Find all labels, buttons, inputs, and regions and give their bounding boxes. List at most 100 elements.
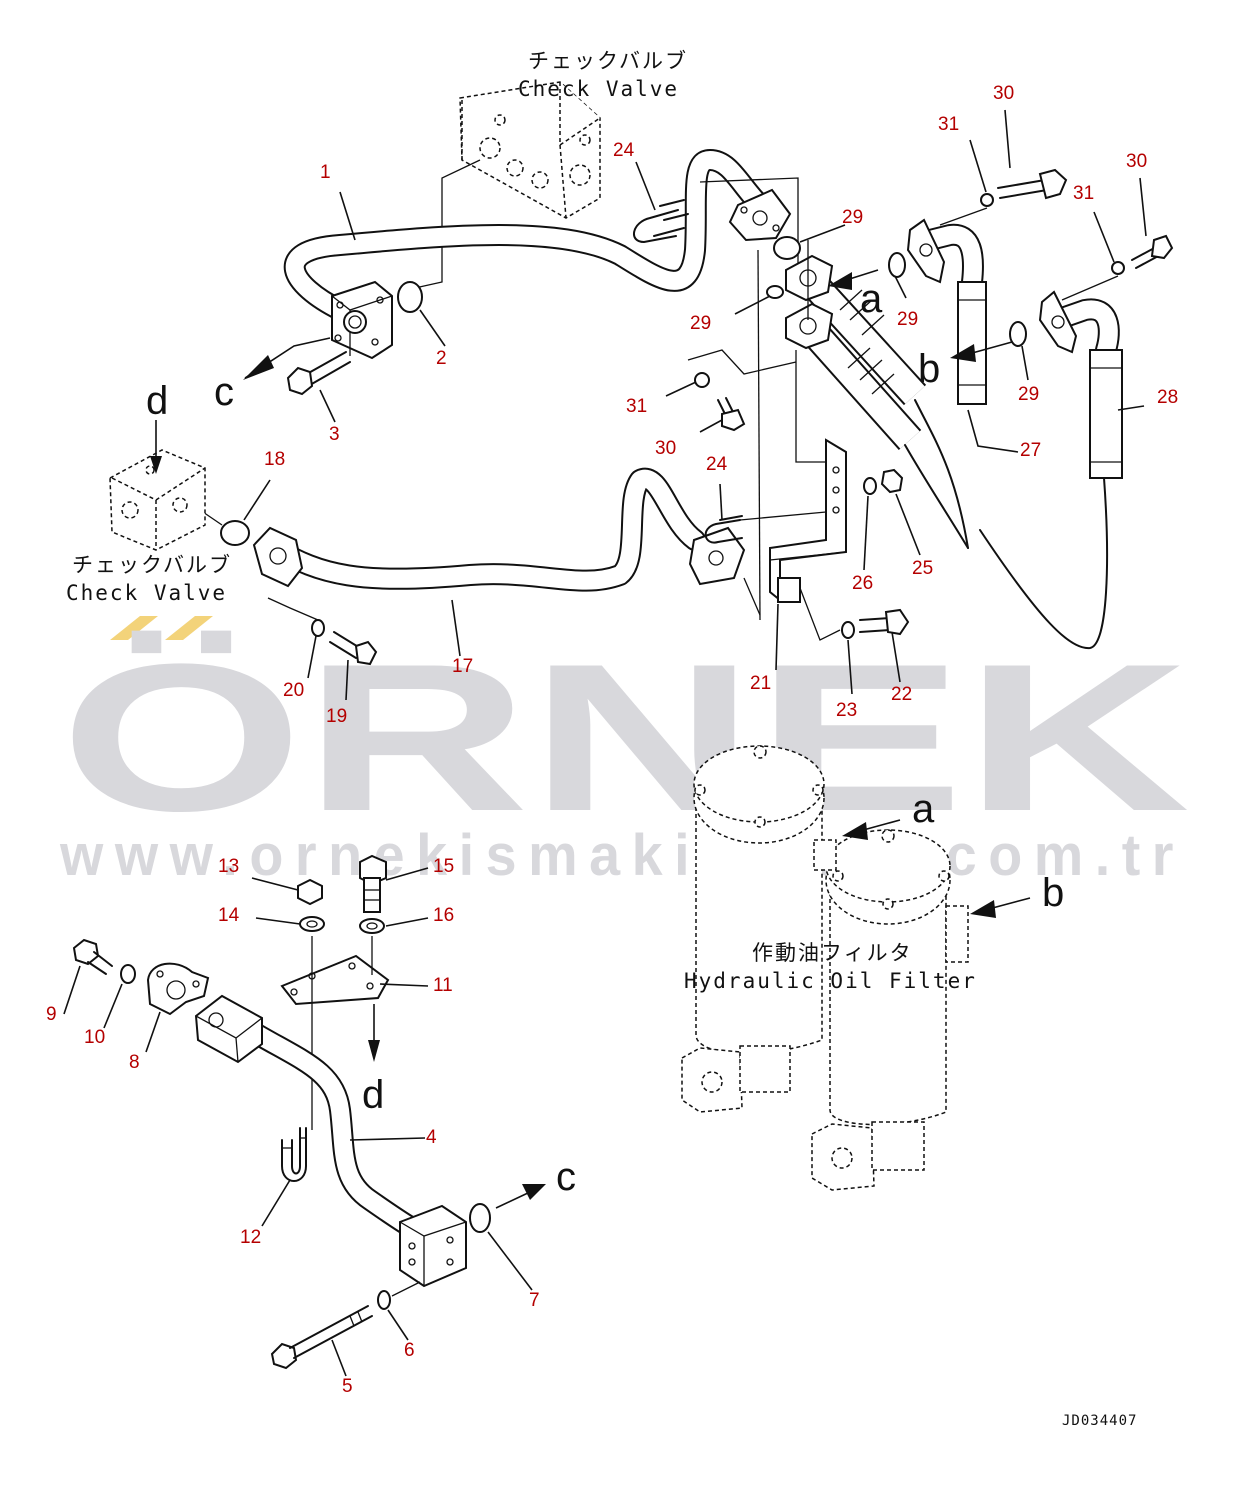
o-ring-29-c — [888, 252, 906, 278]
bolt-30-right-b — [1131, 234, 1174, 269]
u-bolt-24-top — [633, 199, 689, 243]
callout-10: 10 — [84, 1027, 105, 1048]
nut-25 — [880, 468, 904, 494]
callout-29-c: 29 — [897, 309, 918, 330]
callout-31-middle: 31 — [626, 396, 647, 417]
callout-9: 9 — [46, 1004, 57, 1025]
callout-30-top: 30 — [993, 83, 1014, 104]
callout-30-right: 30 — [1126, 151, 1147, 172]
bolt-5 — [270, 1305, 373, 1370]
connection-letter-b-filter: b — [1042, 871, 1064, 915]
bolt-15 — [359, 854, 387, 913]
check-valve-left — [109, 449, 206, 551]
connection-arrow-d-top — [150, 420, 162, 474]
hose-28 — [979, 290, 1123, 650]
watermark-website: www.ornekismakinalari.com.tr — [59, 823, 1185, 888]
o-ring-29-d — [1009, 321, 1027, 347]
drawing-code: JD034407 — [1062, 1413, 1137, 1429]
callout-30-middle: 30 — [655, 438, 676, 459]
washer-31-right-b — [1111, 261, 1125, 275]
connection-letter-c-top: c — [214, 370, 234, 414]
bolt-9 — [72, 938, 113, 975]
hose-27 — [785, 240, 969, 549]
connection-arrow-d-bottom — [368, 1004, 380, 1062]
nut-13 — [297, 878, 323, 906]
washer-26 — [863, 477, 877, 495]
callout-19: 19 — [326, 706, 347, 727]
washer-10 — [120, 964, 136, 984]
callout-21: 21 — [750, 673, 771, 694]
o-ring-7 — [469, 1203, 491, 1233]
washer-16 — [359, 918, 385, 934]
check-valve-top-en: Check Valve — [518, 77, 679, 101]
washer-20 — [311, 619, 325, 637]
washer-6 — [377, 1290, 391, 1310]
connection-letter-d-bottom: d — [362, 1073, 384, 1117]
callout-28: 28 — [1157, 387, 1178, 408]
hose-27-tall — [906, 218, 987, 405]
bolt-22 — [859, 608, 910, 636]
hydraulic-oil-filter-right — [811, 829, 969, 1191]
check-valve-top — [414, 81, 601, 289]
callout-29-b: 29 — [690, 313, 711, 334]
callout-15: 15 — [433, 856, 454, 877]
u-bolt-24-lower — [704, 515, 743, 544]
watermark-accent-left — [110, 616, 158, 640]
callout-20: 20 — [283, 680, 304, 701]
callout-18: 18 — [264, 449, 285, 470]
bolt-19 — [329, 631, 378, 666]
callout-17: 17 — [452, 656, 473, 677]
connection-letter-b-top: b — [918, 347, 940, 391]
o-ring-29-a — [773, 236, 801, 260]
bolt-3 — [286, 351, 351, 396]
callout-29-a: 29 — [842, 207, 863, 228]
filter-label-jp: 作動油フィルタ — [752, 941, 913, 965]
split-flange-8 — [146, 962, 210, 1016]
callout-31-top: 31 — [938, 114, 959, 135]
washer-14 — [299, 916, 325, 932]
check-valve-top-jp: チェックバルブ — [528, 49, 688, 73]
connection-arrow-a-filter — [842, 819, 901, 840]
check-valve-left-jp: チェックバルブ — [72, 553, 232, 577]
pipe-17 — [252, 468, 746, 592]
callout-4: 4 — [426, 1127, 437, 1148]
callout-24-lower: 24 — [706, 454, 728, 475]
leader-lines — [63, 109, 1147, 1377]
plate-11 — [280, 936, 390, 1130]
connection-arrow-b-filter — [970, 897, 1031, 918]
callout-1: 1 — [320, 162, 331, 183]
watermark: ÖRNEK www.ornekismakinalari.com.tr — [59, 616, 1190, 888]
callout-2: 2 — [436, 348, 447, 369]
callout-29-d: 29 — [1018, 384, 1039, 405]
o-ring-18 — [220, 520, 250, 546]
filter-label-en: Hydraulic Oil Filter — [684, 969, 977, 993]
callout-14: 14 — [218, 905, 240, 926]
connection-letter-a-top: a — [860, 277, 883, 321]
callout-8: 8 — [129, 1052, 140, 1073]
connection-arrow-a-top — [828, 269, 879, 290]
bolt-30-right-a — [997, 168, 1068, 200]
washer-31-middle — [694, 372, 710, 388]
connection-arrow-b-top — [950, 341, 1013, 362]
watermark-accent-right — [165, 616, 213, 640]
callout-27: 27 — [1020, 440, 1041, 461]
hydraulic-oil-filter-left — [681, 745, 825, 1113]
watermark-brand: ÖRNEK — [60, 620, 1190, 855]
check-valve-left-en: Check Valve — [66, 581, 227, 605]
o-ring-2 — [397, 281, 423, 313]
callouts: 1 2 3 4 5 6 7 8 9 10 11 12 13 14 15 16 1… — [46, 83, 1178, 1397]
callout-23: 23 — [836, 700, 857, 721]
bracket-21 — [769, 438, 847, 603]
pipe-1 — [283, 149, 792, 360]
callout-13: 13 — [218, 856, 239, 877]
bolt-30-middle — [717, 397, 746, 432]
callout-24-top: 24 — [613, 140, 635, 161]
u-bolt-12 — [281, 1127, 307, 1182]
connection-letter-d-top: d — [146, 379, 168, 423]
callout-26: 26 — [852, 573, 873, 594]
callout-16: 16 — [433, 905, 454, 926]
connection-letter-c-bottom: c — [556, 1155, 576, 1199]
washer-31-right-a — [980, 193, 994, 207]
